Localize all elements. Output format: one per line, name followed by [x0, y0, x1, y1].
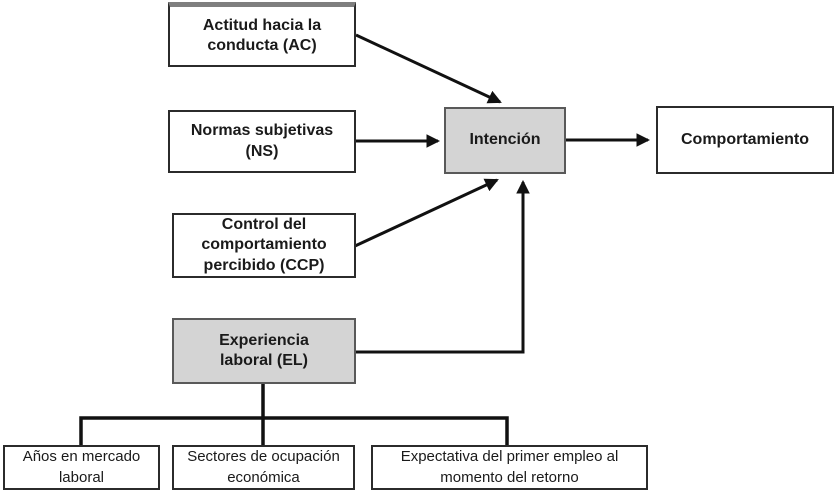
arrow-ac-to-intencion	[355, 33, 502, 104]
node-comportamiento: Comportamiento	[656, 106, 834, 174]
node-anios-mercado-laboral-label: Años en mercado laboral	[22, 448, 141, 486]
node-experiencia-laboral-label: Experiencia laboral (EL)	[219, 331, 309, 369]
node-control-comportamiento: Control del comportamiento percibido (CC…	[172, 213, 356, 278]
arrow-ccp-to-intencion	[354, 178, 499, 248]
node-control-comportamiento-label: Control del comportamiento percibido (CC…	[201, 215, 327, 274]
node-intencion: Intención	[444, 107, 566, 174]
node-actitud-conducta-label: Actitud hacia la conducta (AC)	[202, 16, 322, 54]
node-anios-mercado-laboral: Años en mercado laboral	[3, 445, 160, 490]
node-normas-subjetivas-label: Normas subjetivas (NS)	[190, 122, 334, 160]
node-sectores-ocupacion-label: Sectores de ocupación económica	[187, 448, 340, 486]
node-intencion-label: Intención	[469, 131, 541, 149]
node-experiencia-laboral: Experiencia laboral (EL)	[172, 318, 356, 384]
node-sectores-ocupacion: Sectores de ocupación económica	[172, 445, 355, 490]
node-actitud-conducta: Actitud hacia la conducta (AC)	[168, 2, 356, 67]
node-expectativa-primer-empleo: Expectativa del primer empleo al momento…	[371, 445, 648, 490]
arrow-el-to-intencion	[356, 179, 530, 354]
node-normas-subjetivas: Normas subjetivas (NS)	[168, 110, 356, 173]
node-comportamiento-label: Comportamiento	[681, 130, 809, 148]
node-expectativa-primer-empleo-label: Expectativa del primer empleo al momento…	[400, 448, 619, 486]
connector-el-to-indicators	[79, 382, 509, 447]
